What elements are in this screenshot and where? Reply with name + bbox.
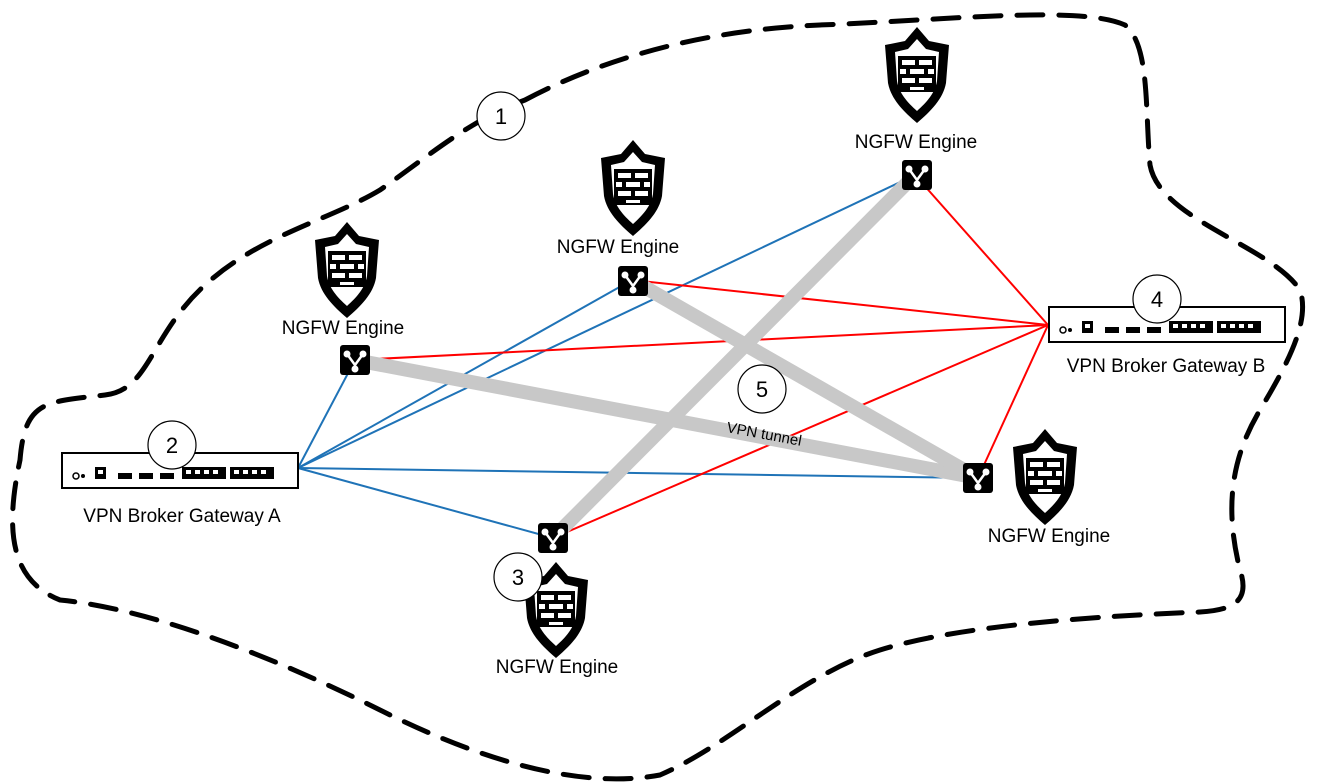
vpn-node-icon [338, 343, 372, 377]
callout-number: 5 [756, 377, 768, 402]
link-b-engine-ne [914, 174, 1049, 326]
broker-a-links [297, 174, 979, 539]
firewall-shield-icon [1013, 429, 1077, 525]
engine-label: NGFW Engine [496, 657, 618, 678]
vpn-tunnel-ne-s [548, 170, 920, 543]
callout-1: 1 [476, 91, 526, 141]
gateway-b-label: VPN Broker Gateway B [1067, 356, 1266, 377]
vpn-tunnels [353, 170, 982, 543]
callout-number: 3 [512, 565, 524, 590]
link-b-engine-s [552, 324, 1049, 539]
callout-4: 4 [1132, 274, 1182, 324]
vpn-node-icon [616, 264, 650, 298]
ngfw-engine-nc: NGFW Engine [557, 140, 679, 298]
link-a-engine-s [297, 467, 554, 539]
ngfw-engine-e: NGFW Engine [961, 429, 1110, 547]
callout-number: 2 [166, 433, 178, 458]
engine-label: NGFW Engine [282, 318, 404, 339]
vpn-tunnel-nc-e [628, 273, 982, 485]
link-a-engine-w [297, 359, 356, 469]
engine-label: NGFW Engine [988, 526, 1110, 547]
callout-3: 3 [493, 552, 543, 602]
ngfw-engine-ne: NGFW Engine [855, 27, 977, 192]
firewall-shield-icon [885, 27, 949, 123]
link-a-engine-ne [297, 174, 916, 469]
vpn-broker-domain-boundary [10, 12, 1306, 782]
vpn-broker-gateway-a: VPN Broker Gateway A [61, 452, 299, 527]
vpn-node-icon [961, 461, 995, 495]
callout-number: 1 [495, 104, 507, 129]
callout-number: 4 [1151, 287, 1163, 312]
link-b-engine-w [354, 324, 1049, 361]
firewall-shield-icon [601, 140, 665, 236]
vpn-broker-gateway-b: VPN Broker Gateway B [1048, 306, 1286, 377]
link-a-engine-e [297, 467, 979, 479]
engine-label: NGFW Engine [557, 237, 679, 258]
gateway-a-label: VPN Broker Gateway A [83, 506, 281, 527]
link-b-engine-e [977, 324, 1049, 479]
vpn-node-icon [900, 158, 934, 192]
vpn-node-icon [536, 521, 570, 555]
callout-2: 2 [147, 420, 197, 470]
ngfw-engine-w: NGFW Engine [282, 222, 404, 377]
link-b-engine-nc [631, 279, 1049, 326]
vpn-tunnel-label: VPN tunnel [725, 419, 803, 450]
firewall-shield-icon [315, 222, 379, 318]
broker-b-links [354, 174, 1049, 539]
ngfw-engine-s: NGFW Engine [496, 521, 618, 678]
callout-5: 5 [737, 364, 787, 414]
engine-label: NGFW Engine [855, 132, 977, 153]
